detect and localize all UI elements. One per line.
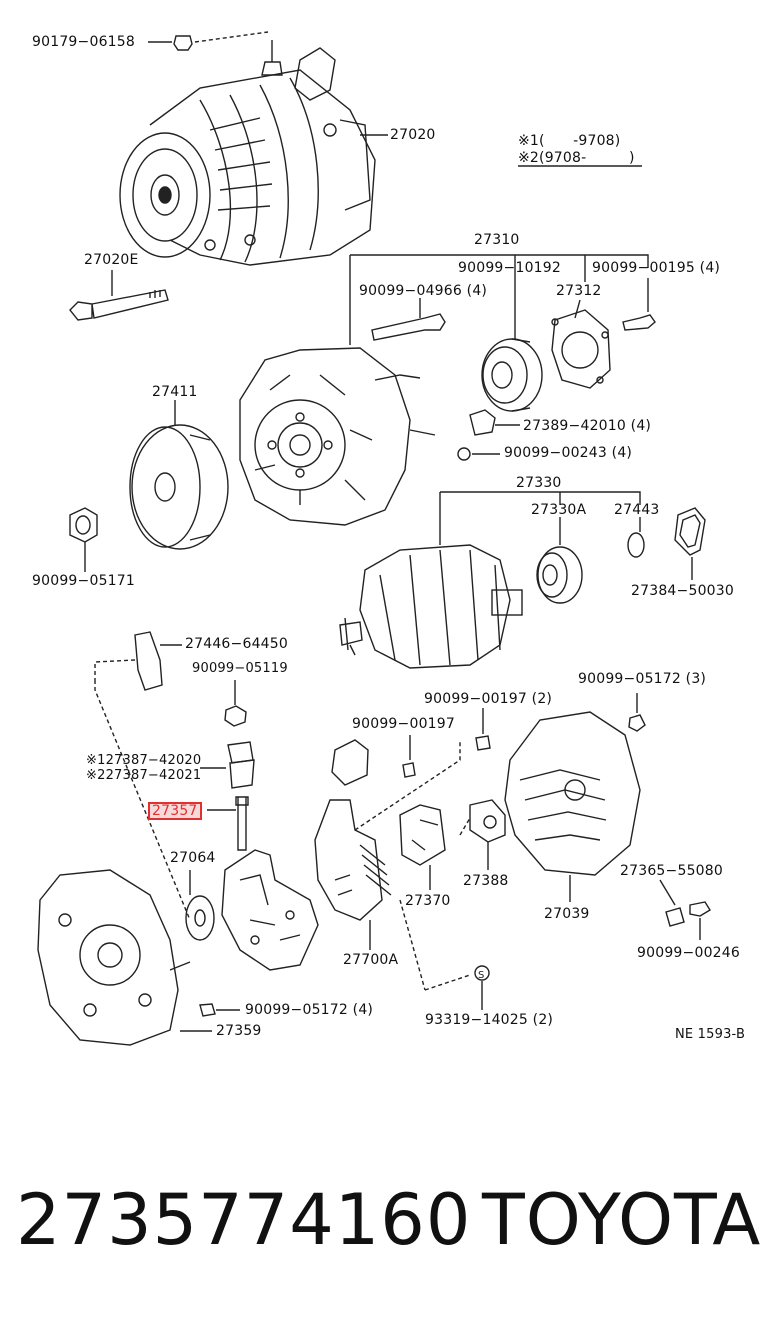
part-label[interactable]: 27330 (516, 475, 562, 491)
regulator-drawing (314, 799, 392, 921)
part-label[interactable]: 90099−05119 (192, 661, 288, 676)
part-label[interactable]: 27359 (216, 1023, 262, 1039)
s-mark-icon (474, 965, 490, 981)
legend-line-2: ※2(9708- ) (518, 150, 635, 166)
part-label[interactable]: 27330A (531, 502, 587, 518)
drive-end-frame-drawing (239, 347, 436, 526)
screw-icon (402, 762, 416, 778)
part-label[interactable]: 27443 (614, 502, 660, 518)
ring-icon (627, 532, 645, 558)
cup-icon (331, 739, 369, 786)
part-label[interactable]: 93319−14025 (2) (425, 1012, 554, 1028)
cover-drawing (674, 507, 706, 556)
bolt-icon (173, 35, 193, 51)
pulley-drawing (129, 424, 229, 550)
legend-line-1: ※1( -9708) (518, 133, 621, 149)
highlighted-part-label[interactable]: 27357 (148, 802, 202, 820)
part-label[interactable]: 27388 (463, 873, 509, 889)
part-label[interactable]: 90099−10192 (458, 260, 562, 276)
part-label[interactable]: 90099−05172 (3) (578, 671, 707, 687)
reference-code: NE 1593-B (675, 1027, 746, 1042)
part-label[interactable]: 90099−05171 (32, 573, 136, 589)
screw-icon (475, 735, 491, 751)
part-label[interactable]: 27039 (544, 906, 590, 922)
washer-icon (185, 895, 215, 941)
nut-icon (457, 447, 471, 461)
part-label[interactable]: 27365−55080 (620, 863, 724, 879)
part-label[interactable]: 90099−00197 (2) (424, 691, 553, 707)
part-label[interactable]: 27446−64450 (185, 636, 289, 652)
part-label[interactable]: 90099−00243 (4) (504, 445, 633, 461)
nut-icon (224, 705, 247, 727)
insulator-drawing (469, 799, 506, 843)
part-label[interactable]: ※227387−42021 (86, 768, 202, 783)
svg-text:S: S (478, 970, 484, 981)
part-label[interactable]: 27700A (343, 952, 399, 968)
alternator-assembly-drawing (119, 40, 376, 266)
rotor-drawing (339, 544, 523, 669)
brush-holder-drawing (399, 804, 446, 866)
part-label[interactable]: 90099−00197 (352, 716, 456, 732)
stud-icon (235, 796, 249, 851)
part-label[interactable]: 27310 (474, 232, 520, 248)
rear-cover-drawing (37, 869, 191, 1046)
part-label[interactable]: 27312 (556, 283, 602, 299)
cap-icon (227, 741, 255, 789)
part-label[interactable]: 27020 (390, 127, 436, 143)
rectifier-holder-drawing (221, 849, 319, 971)
screw-icon (689, 901, 711, 917)
screw-icon (622, 314, 656, 331)
terminal-cover-icon (134, 631, 163, 691)
clip-icon (469, 409, 496, 436)
part-label[interactable]: 90099−00195 (4) (592, 260, 721, 276)
hex-nut-drawing (69, 507, 98, 543)
part-label[interactable]: 27384−50030 (631, 583, 735, 599)
part-label[interactable]: 90099−00246 (637, 945, 741, 961)
part-label[interactable]: 90099−04966 (4) (359, 283, 488, 299)
brand-name: TOYOTA (482, 1179, 762, 1261)
nut-icon (628, 714, 646, 732)
retainer-plate-drawing (551, 309, 611, 389)
part-label[interactable]: 90099−05172 (4) (245, 1002, 374, 1018)
part-label[interactable]: 27020E (84, 252, 139, 268)
bearing-drawing (481, 338, 543, 412)
part-label[interactable]: 27064 (170, 850, 216, 866)
part-number: 2735774160 (16, 1179, 472, 1261)
part-label[interactable]: 27389−42010 (4) (523, 418, 652, 434)
nut-icon (199, 1003, 216, 1017)
part-label[interactable]: 90179−06158 (32, 34, 136, 50)
part-label[interactable]: ※127387−42020 (86, 753, 202, 768)
part-label[interactable]: 27370 (405, 893, 451, 909)
bolt-icon (371, 313, 446, 341)
rear-end-frame-drawing (504, 711, 641, 876)
bearing-drawing (536, 546, 583, 604)
clip-icon (665, 907, 685, 927)
long-bolt-icon (69, 289, 169, 321)
part-label[interactable]: 27411 (152, 384, 198, 400)
